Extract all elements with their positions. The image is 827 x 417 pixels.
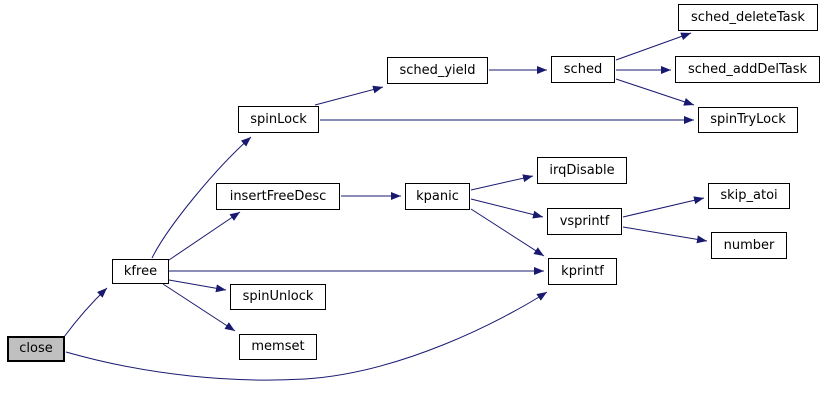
edge-kpanic-kprintf [470, 208, 545, 257]
node-spinUnlock[interactable]: spinUnlock [230, 284, 326, 310]
edge-close-kfree [63, 287, 108, 338]
edge-kpanic-irqDisable [470, 174, 534, 191]
node-kpanic[interactable]: kpanic [405, 183, 470, 210]
node-vsprintf[interactable]: vsprintf [547, 208, 622, 235]
node-irqDisable[interactable]: irqDisable [537, 157, 627, 184]
node-close: close [7, 336, 65, 362]
edge-spinLock-sched_yield [314, 85, 384, 106]
node-skip_atoi[interactable]: skip_atoi [708, 183, 790, 209]
node-sched_addDelTask[interactable]: sched_addDelTask [675, 56, 820, 83]
edge-close-kprintf [65, 291, 548, 381]
edge-kfree-spinLock [151, 136, 252, 259]
edge-kfree-memset [162, 283, 236, 332]
node-sched[interactable]: sched [551, 56, 615, 83]
node-memset[interactable]: memset [239, 334, 317, 360]
node-sched_deleteTask[interactable]: sched_deleteTask [678, 4, 818, 31]
node-sched_yield[interactable]: sched_yield [387, 57, 488, 84]
node-spinTryLock[interactable]: spinTryLock [698, 107, 798, 133]
node-kprintf[interactable]: kprintf [548, 258, 617, 285]
edge-kfree-insertFreeDesc [168, 211, 241, 261]
edge-sched-spinTryLock [615, 78, 695, 106]
edge-sched-sched_deleteTask [615, 32, 692, 61]
edge-vsprintf-number [622, 226, 708, 244]
edge-vsprintf-skip_atoi [622, 196, 705, 218]
node-insertFreeDesc[interactable]: insertFreeDesc [216, 183, 340, 210]
node-kfree[interactable]: kfree [112, 259, 169, 284]
edge-kpanic-vsprintf [470, 198, 544, 219]
node-number[interactable]: number [711, 232, 787, 259]
node-spinLock[interactable]: spinLock [238, 106, 319, 133]
edge-kfree-spinUnlock [168, 279, 227, 293]
